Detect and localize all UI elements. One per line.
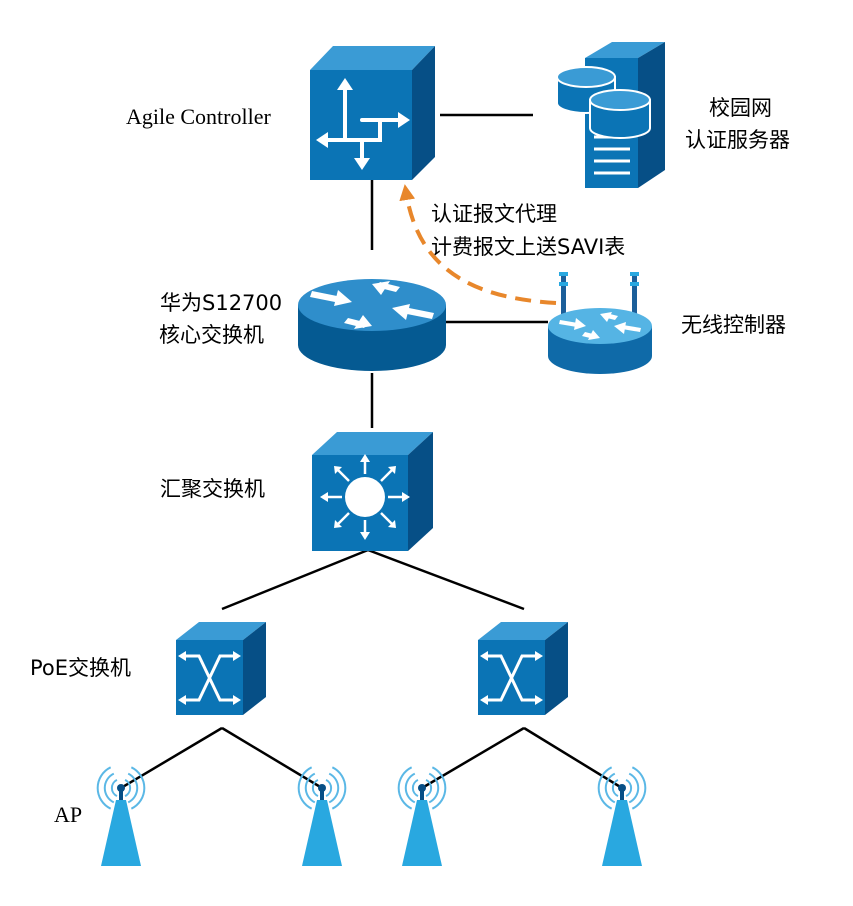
radio-wave-icon: [604, 772, 616, 804]
database-icon: [556, 66, 651, 139]
radio-wave-icon: [130, 766, 146, 810]
wireless-controller-label: 无线控制器: [681, 313, 786, 337]
core-switch-label-line2: 核心交换机: [159, 323, 264, 347]
radio-wave-icon: [404, 772, 416, 804]
aggregation-switch-label: 汇聚交换机: [160, 477, 265, 501]
network-links: [120, 113, 623, 790]
radio-wave-icon: [331, 766, 347, 810]
core-switch-label-line1: 华为S12700: [160, 291, 283, 315]
radio-wave-icon: [631, 766, 647, 810]
link-poe-left-ap1: [120, 726, 223, 790]
link-poe-left-ap2: [221, 726, 323, 790]
access-point-icon: [597, 766, 647, 866]
radio-wave-icon: [625, 779, 633, 797]
auth-server-label-line1: 校园网: [709, 96, 772, 120]
radio-wave-icon: [124, 779, 132, 797]
router-icon: [298, 279, 446, 371]
access-points: [96, 766, 647, 866]
radio-wave-icon: [428, 772, 440, 804]
radio-wave-icon: [597, 766, 613, 810]
radio-wave-icon: [325, 779, 333, 797]
ap-label: AP: [54, 802, 83, 827]
access-point-icon: [397, 766, 447, 866]
access-point-icon: [96, 766, 146, 866]
workgroup-switch-icon: [176, 622, 266, 715]
radio-wave-icon: [411, 779, 419, 797]
wireless-router-icon: [548, 272, 652, 374]
link-aggregation-poe-left: [221, 548, 369, 611]
radio-wave-icon: [397, 766, 413, 810]
workgroup-switch-icon: [478, 622, 568, 715]
link-poe-right-ap4: [523, 726, 623, 790]
radio-wave-icon: [110, 779, 118, 797]
server-icon: [556, 42, 665, 188]
auth-flow-label-line1: 认证报文代理: [431, 202, 557, 226]
auth-flow-label-line2: 计费报文上送SAVI表: [431, 235, 626, 259]
radio-wave-icon: [127, 772, 139, 804]
agile-controller-label: Agile Controller: [126, 104, 271, 129]
auth-flow-arrow: [399, 184, 557, 305]
radio-wave-icon: [328, 772, 340, 804]
link-poe-right-ap3: [421, 726, 525, 790]
radio-wave-icon: [431, 766, 447, 810]
radio-wave-icon: [304, 772, 316, 804]
radio-wave-icon: [425, 779, 433, 797]
radio-wave-icon: [96, 766, 112, 810]
radio-wave-icon: [297, 766, 313, 810]
poe-switch-label: PoE交换机: [30, 656, 132, 680]
access-point-icon: [297, 766, 347, 866]
layer3-switch-icon: [312, 432, 433, 551]
auth-server-label-line2: 认证服务器: [685, 128, 790, 152]
radio-wave-icon: [611, 779, 619, 797]
radio-wave-icon: [311, 779, 319, 797]
link-aggregation-poe-right: [367, 548, 525, 611]
controller-cube-icon: [310, 46, 435, 180]
radio-wave-icon: [628, 772, 640, 804]
radio-wave-icon: [103, 772, 115, 804]
